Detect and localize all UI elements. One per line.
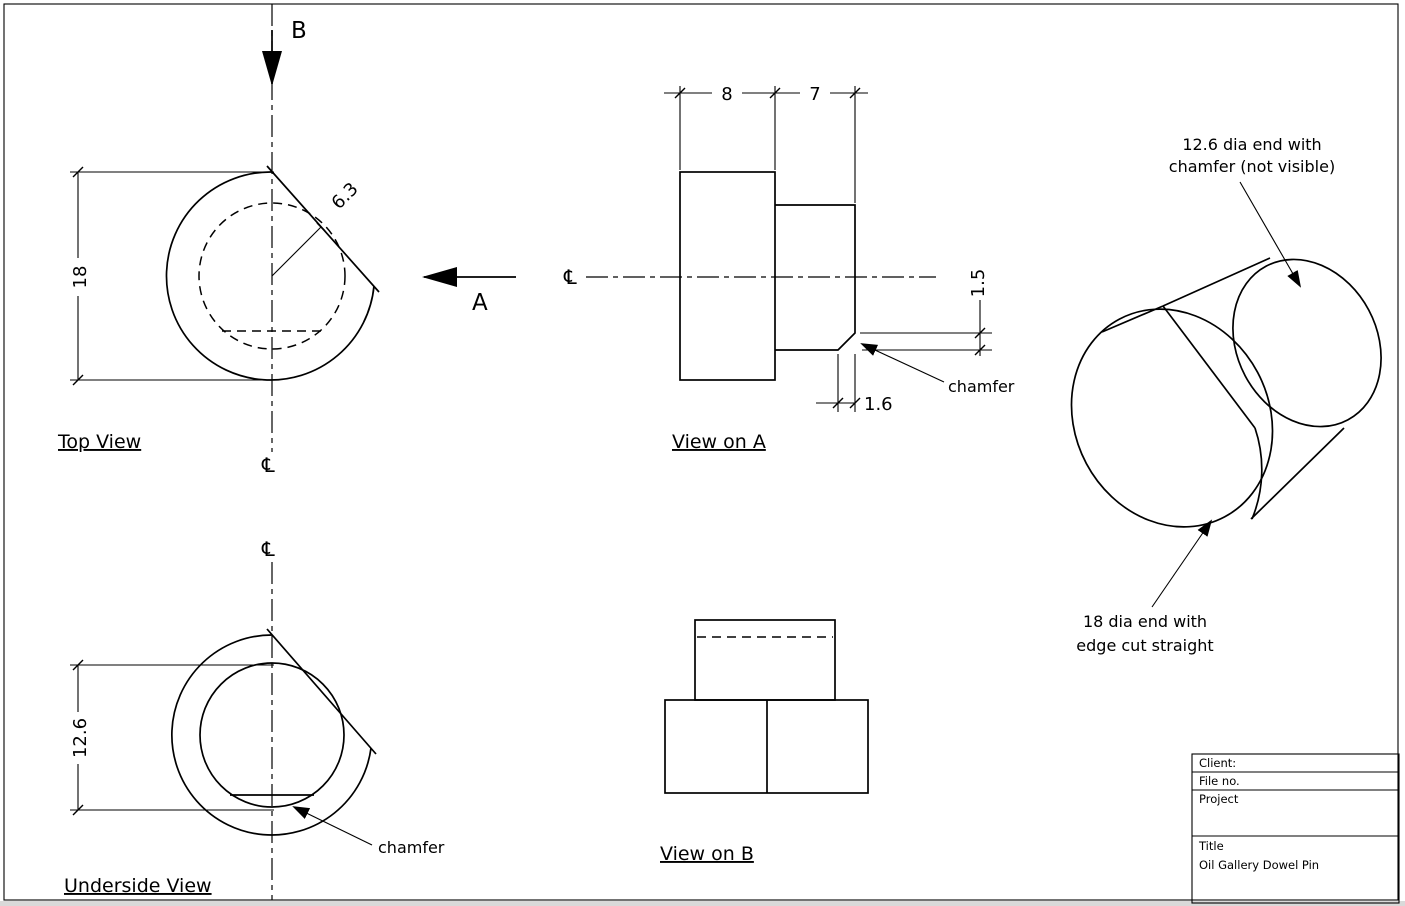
view-a-chamfer-width-dim: 1.6	[816, 354, 893, 415]
view-a-label: View on A	[672, 431, 766, 453]
view-b-small-section	[694, 619, 836, 701]
centerline-symbol-view-a: ℄	[563, 265, 577, 289]
top-view-label: Top View	[57, 431, 141, 453]
iso-small-end-ellipse	[1232, 258, 1382, 428]
isometric-view: 12.6 dia end with chamfer (not visible) …	[1070, 135, 1382, 655]
top-view-radius-dim: 6.3	[271, 179, 363, 277]
iso-flat-cut-edge	[1162, 305, 1256, 429]
iso-big-end-ellipse	[1070, 308, 1274, 528]
iso-top-silhouette	[1162, 257, 1271, 307]
len-7-value: 7	[809, 84, 820, 105]
iso-note-small-end-leader	[1239, 181, 1301, 288]
title-block-frame	[1191, 753, 1400, 904]
centerline-symbol-underside: ℄	[261, 537, 275, 561]
top-view-dia-dim: 18	[70, 166, 274, 386]
title-block: Client: File no. Project Title Oil Galle…	[1191, 753, 1400, 904]
iso-note-small-end-line1: 12.6 dia end with	[1182, 135, 1321, 154]
iso-note-big-end-leader	[1151, 519, 1213, 608]
view-a-small-section	[775, 204, 856, 351]
title-block-project-label: Project	[1199, 792, 1239, 806]
iso-note-big-end-line2: edge cut straight	[1076, 636, 1213, 655]
view-a-length-dims: 8 7	[664, 84, 868, 203]
view-a-chamfer-leader	[860, 343, 945, 383]
iso-big-end-cut-chord	[1101, 305, 1164, 333]
section-arrow-a-label: A	[472, 290, 488, 316]
title-block-fileno-label: File no.	[1199, 774, 1240, 788]
top-view-outer-circle	[165, 171, 375, 381]
view-a-big-section	[679, 171, 776, 381]
dia-18-value: 18	[70, 266, 91, 289]
len-8-value: 8	[721, 84, 732, 105]
section-arrow-b-label: B	[291, 18, 307, 44]
chamfer-16-value: 1.6	[864, 394, 893, 415]
underside-chamfer-label: chamfer	[378, 838, 445, 857]
sheet-border	[3, 3, 1399, 901]
underside-inner-circle	[199, 662, 345, 808]
underside-dia-dim: 12.6	[70, 659, 274, 816]
underside-view: ℄ 12.6 chamfer Underside View	[64, 537, 445, 900]
view-a-chamfer-label: chamfer	[948, 377, 1015, 396]
underside-outer-circle	[171, 634, 372, 836]
underside-view-label: Underside View	[64, 875, 212, 897]
title-block-title-value: Oil Gallery Dowel Pin	[1199, 858, 1319, 872]
view-b-label: View on B	[660, 843, 754, 865]
view-on-a: ℄ A 8 7 1.5	[422, 84, 1015, 453]
title-block-title-label: Title	[1198, 839, 1224, 853]
iso-bottom-silhouette	[1250, 427, 1345, 520]
chamfer-15-value: 1.5	[968, 269, 989, 298]
top-view: B 6.3 18 Top View ℄	[57, 4, 380, 477]
view-a-chamfer-height-dim: 1.5	[860, 269, 992, 356]
top-view-hidden-circle	[198, 202, 346, 350]
radius-value: 6.3	[328, 179, 363, 214]
iso-shoulder-arc	[1251, 427, 1263, 520]
underside-chamfer-leader	[292, 806, 373, 846]
centerline-symbol-top: ℄	[261, 453, 275, 477]
view-on-b: View on B	[660, 619, 869, 865]
iso-note-big-end-line1: 18 dia end with	[1083, 612, 1207, 631]
window-edge-strip	[0, 901, 1405, 906]
iso-note-small-end-line2: chamfer (not visible)	[1169, 157, 1335, 176]
title-block-client-label: Client:	[1199, 756, 1236, 770]
dia-126-value: 12.6	[70, 718, 91, 758]
underside-chamfer-chord	[266, 628, 377, 755]
